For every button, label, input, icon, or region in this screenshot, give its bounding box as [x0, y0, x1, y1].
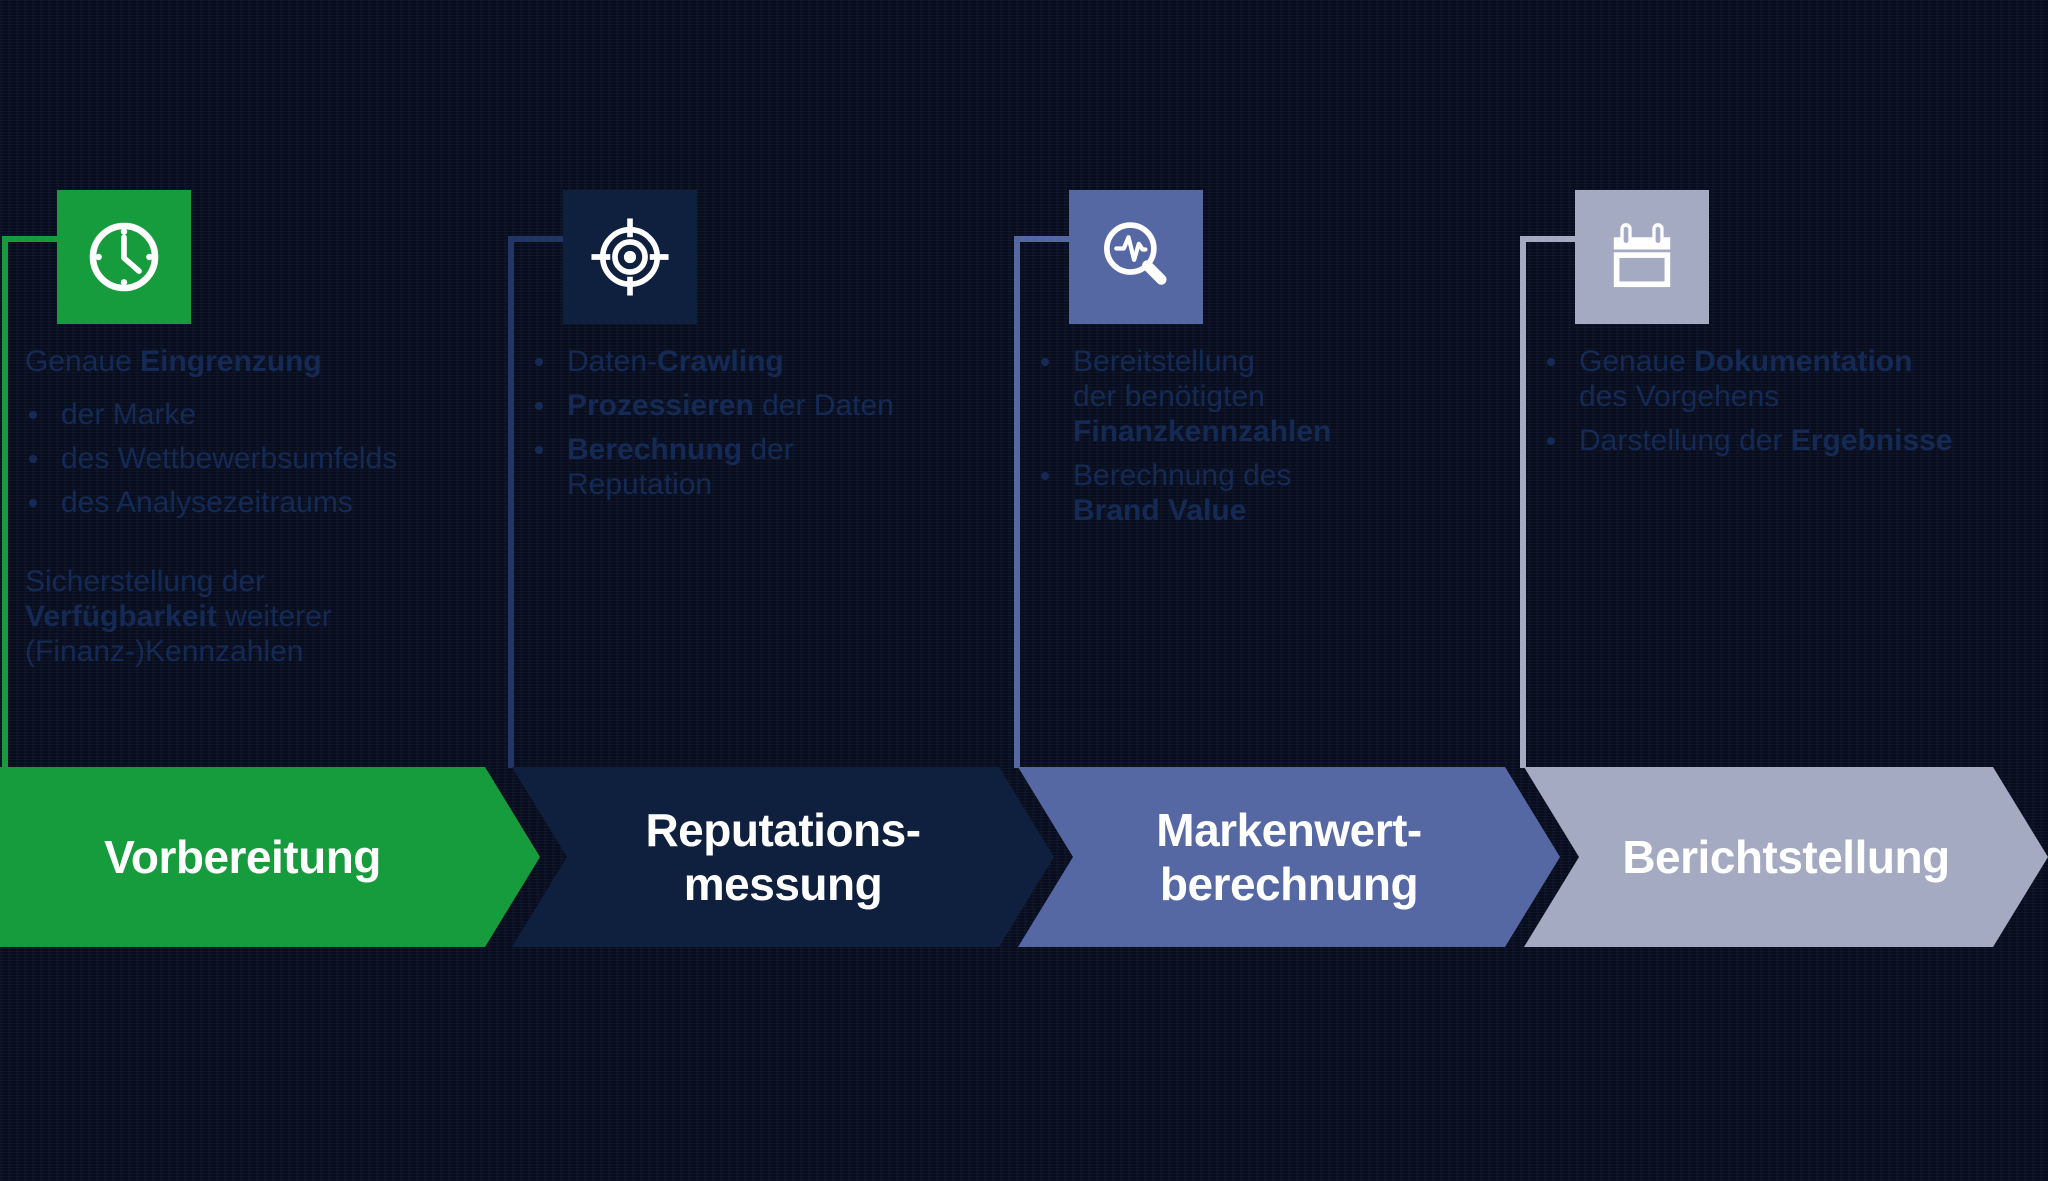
stage-icon-box [57, 190, 191, 324]
arrow-banner-berichtstellung: Berichtstellung [1524, 767, 2048, 947]
text-segment-bold: Dokumentation [1694, 345, 1913, 378]
connector-line-horizontal [1014, 236, 1071, 242]
bullet-dot [1041, 472, 1049, 480]
bullet-item: Berechnung der Reputation [531, 432, 981, 502]
pulse-magnifier-icon [1104, 222, 1167, 285]
stage-text-vorbereitung: Genaue Eingrenzung der Marke des Wettbewer… [25, 344, 475, 687]
text-segment-bold: Berechnung [567, 433, 743, 466]
text-segment: des Vorgehens [1579, 380, 1780, 413]
target-icon [591, 218, 669, 296]
arrow-label: Vorbereitung [104, 831, 381, 883]
text-segment: des Analysezeitraums [61, 486, 353, 519]
bullet-dot [29, 499, 37, 507]
bullet-text: Daten-Crawling [567, 344, 981, 379]
bullet-text: Genaue Dokumentation des Vorgehens [1579, 344, 1993, 414]
stage-icon-box [563, 190, 697, 324]
text-segment-bold: Ergebnisse [1790, 424, 1953, 457]
bullet-item: Berechnung des Brand Value [1037, 458, 1487, 528]
bullet-item: des Analysezeitraums [25, 485, 475, 520]
text-paragraph: Genaue Eingrenzung [25, 344, 475, 379]
bullet-item: Prozessieren der Daten [531, 388, 981, 423]
bullet-dot [535, 402, 543, 410]
bullet-item: Daten-Crawling [531, 344, 981, 379]
connector-line-vertical [1520, 236, 1526, 768]
text-segment: des Wettbewerbsumfelds [61, 442, 398, 475]
bullet-text: des Analysezeitraums [61, 485, 475, 520]
arrow-banner-reputationsmessung: Reputations- messung [512, 767, 1054, 947]
text-segment: Genaue [25, 345, 141, 378]
text-segment: Daten- [567, 345, 658, 378]
stage-icon-box [1069, 190, 1203, 324]
bullet-dot [535, 446, 543, 454]
bullet-dot [1547, 437, 1555, 445]
bullet-text: Bereitstellung der benötigten Finanzkenn… [1073, 344, 1487, 449]
stage-column-vorbereitung: Genaue Eingrenzung der Marke des Wettbewer… [0, 0, 512, 770]
bullet-item: Bereitstellung der benötigten Finanzkenn… [1037, 344, 1487, 449]
connector-line-vertical [508, 236, 514, 768]
connector-line-vertical [2, 236, 8, 768]
text-paragraph: Sicherstellung der Verfügbarkeit weitere… [25, 564, 475, 669]
stage-text-markenwertberechnung: Bereitstellung der benötigten Finanzkenn… [1037, 344, 1487, 537]
text-segment: Sicherstellung der [25, 565, 266, 598]
text-segment-bold: Eingrenzung [140, 345, 322, 378]
text-segment: weiterer (Finanz-)Kennzahlen [25, 600, 332, 668]
connector-line-horizontal [1520, 236, 1577, 242]
bullet-text: der Marke [61, 397, 475, 432]
text-segment: Genaue [1579, 345, 1695, 378]
arrow-banner-vorbereitung: Vorbereitung [0, 767, 540, 947]
text-segment-bold: Crawling [657, 345, 784, 378]
text-segment: Bereitstellung der benötigten [1073, 345, 1265, 413]
text-segment: Darstellung der [1579, 424, 1791, 457]
bullet-text: Prozessieren der Daten [567, 388, 981, 423]
arrow-label: Markenwert- berechnung [1156, 804, 1422, 910]
text-segment-bold: Prozessieren [567, 389, 754, 422]
stage-column-markenwertberechnung: Bereitstellung der benötigten Finanzkenn… [1012, 0, 1524, 770]
arrow-banner-markenwertberechnung: Markenwert- berechnung [1018, 767, 1560, 947]
text-segment-bold: Finanzkennzahlen [1073, 415, 1332, 448]
bullet-text: Berechnung der Reputation [567, 432, 981, 502]
bullet-dot [1041, 358, 1049, 366]
bullet-dot [29, 455, 37, 463]
connector-line-vertical [1014, 236, 1020, 768]
bullet-text: Darstellung der Ergebnisse [1579, 423, 1993, 458]
bullet-item: Darstellung der Ergebnisse [1543, 423, 1993, 458]
clock-icon [89, 222, 159, 292]
bullet-item: Genaue Dokumentation des Vorgehens [1543, 344, 1993, 414]
bullet-dot [1547, 358, 1555, 366]
text-segment-bold: Verfügbarkeit [25, 600, 217, 633]
bullet-dot [29, 411, 37, 419]
bullet-item: der Marke [25, 397, 475, 432]
bullet-text: des Wettbewerbsumfelds [61, 441, 475, 476]
bullet-item: des Wettbewerbsumfelds [25, 441, 475, 476]
text-segment: der Reputation [567, 433, 794, 501]
bullet-dot [535, 358, 543, 366]
arrow-label: Reputations- messung [645, 804, 921, 910]
connector-line-horizontal [2, 236, 59, 242]
connector-line-horizontal [508, 236, 565, 242]
text-segment: der Daten [753, 389, 894, 422]
text-segment-bold: Brand Value [1073, 494, 1247, 527]
stage-icon-box [1575, 190, 1709, 324]
text-segment: Berechnung des [1073, 459, 1292, 492]
bullet-text: Berechnung des Brand Value [1073, 458, 1487, 528]
arrow-label: Berichtstellung [1622, 831, 1950, 883]
calendar-icon [1613, 223, 1671, 288]
text-segment: der Marke [61, 398, 197, 431]
